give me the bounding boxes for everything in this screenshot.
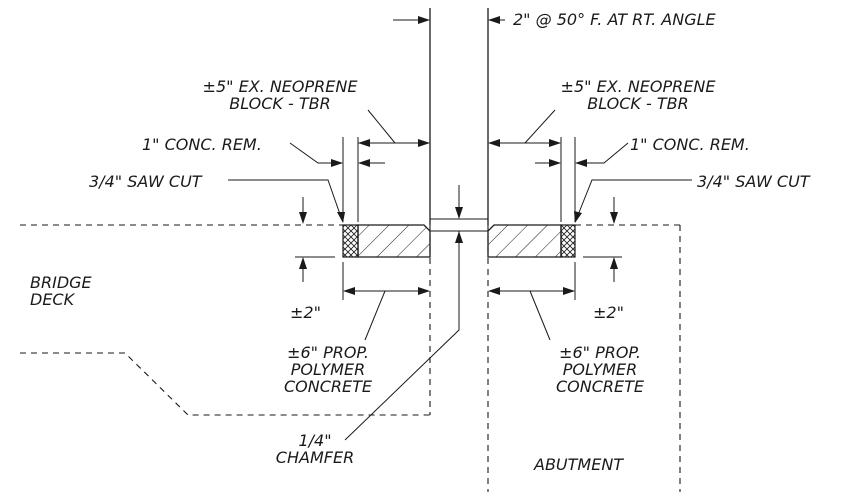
- neoprene-block-left: [342, 224, 359, 258]
- saw-cut-label-left: 3/4" SAW CUT: [89, 172, 202, 191]
- bridge-deck-label: BRIDGE DECK: [30, 273, 92, 309]
- abutment-label: ABUTMENT: [534, 455, 624, 474]
- depth-label-right: ±2": [593, 303, 624, 322]
- chamfer-leader: [344, 250, 460, 441]
- polymer-label-right: ±6" PROP. POLYMER CONCRETE: [555, 343, 644, 396]
- neoprene-block-right: [560, 224, 576, 258]
- neoprene-label-right: ±5" EX. NEOPRENE BLOCK - TBR: [560, 77, 716, 113]
- polymer-concrete-left: [357, 224, 431, 258]
- conc-rem-label-right: 1" CONC. REM.: [630, 135, 750, 154]
- polymer-concrete-right: [487, 224, 562, 258]
- polymer-label-left: ±6" PROP. POLYMER CONCRETE: [283, 343, 372, 396]
- gap-width-label: 2" @ 50° F. AT RT. ANGLE: [513, 10, 716, 29]
- chamfer-label: 1/4" CHAMFER: [275, 431, 355, 467]
- saw-cut-label-right: 3/4" SAW CUT: [697, 172, 810, 191]
- neoprene-label-left: ±5" EX. NEOPRENE BLOCK - TBR: [202, 77, 358, 113]
- conc-rem-label-left: 1" CONC. REM.: [142, 135, 262, 154]
- depth-label-left: ±2": [290, 303, 321, 322]
